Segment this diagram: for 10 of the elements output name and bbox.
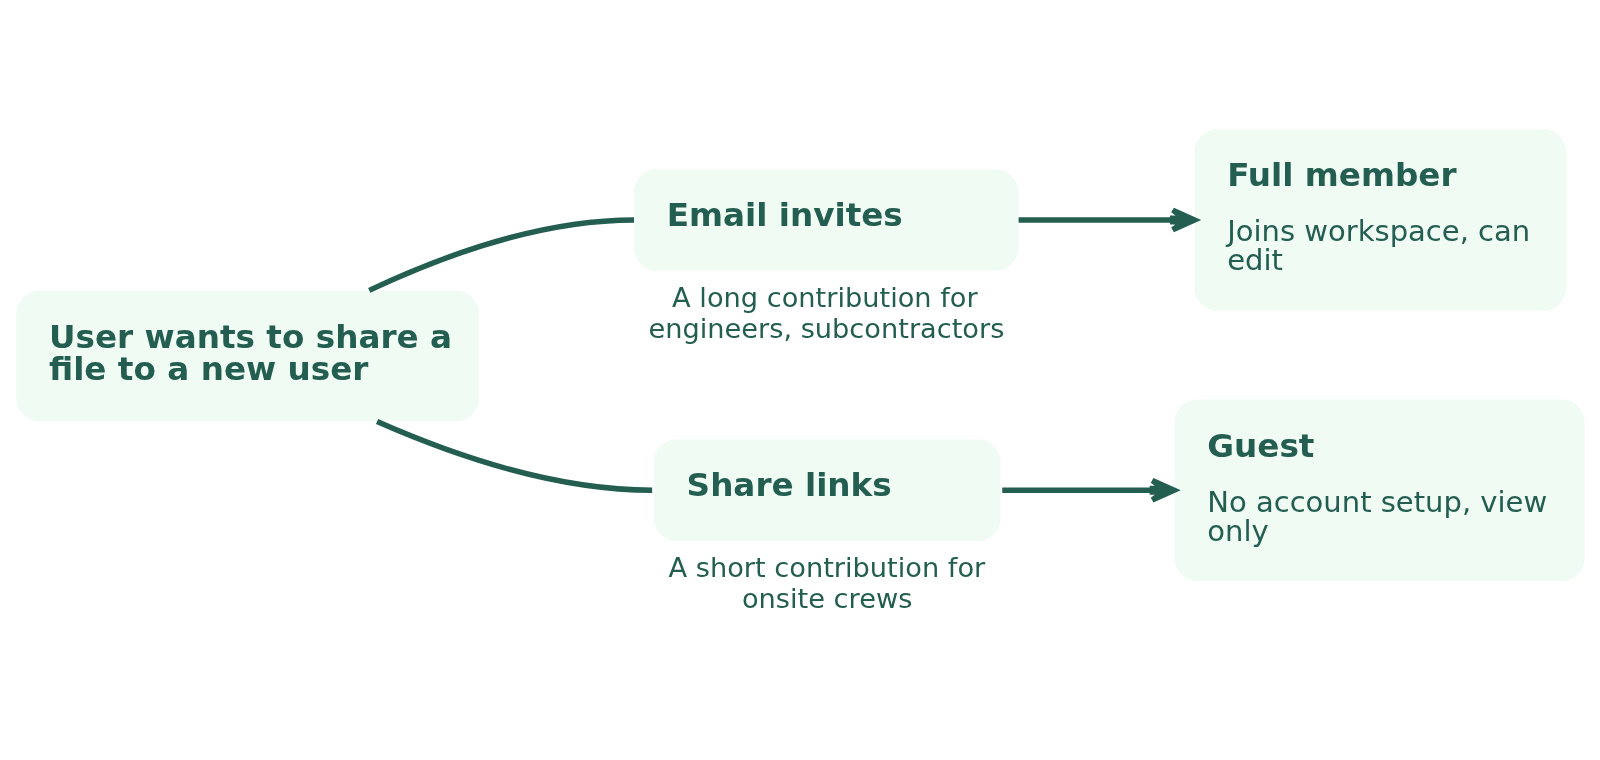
node-box: Guest No account setup, view only <box>1174 399 1585 581</box>
arrow <box>1018 206 1198 232</box>
node-label: A long contribution for engineers, subcontractors <box>648 281 1005 344</box>
connector <box>376 418 653 493</box>
node-label: A short contribution for onsite crews <box>668 551 986 614</box>
node-box: User wants to share a file to a new user <box>16 290 479 421</box>
connector <box>368 216 635 293</box>
node-box: Email invites <box>634 168 1019 271</box>
node-box: Full member Joins workspace, can edit <box>1194 128 1567 311</box>
node-box: Share links <box>653 438 1001 541</box>
